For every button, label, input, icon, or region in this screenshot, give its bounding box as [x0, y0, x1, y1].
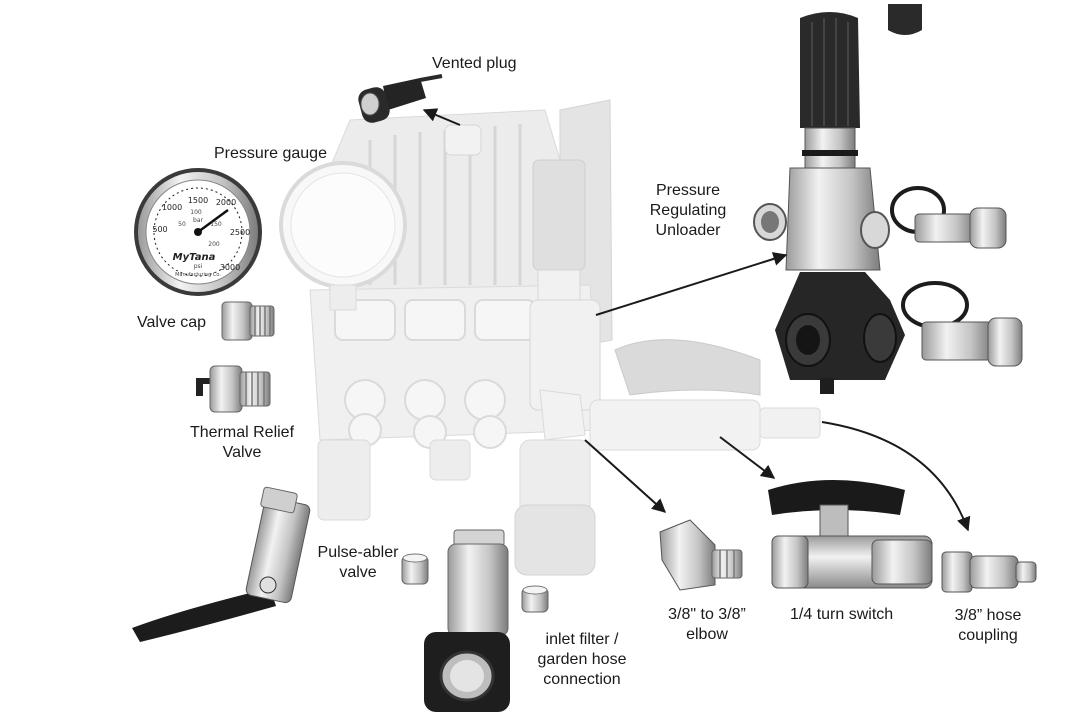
label-valve-cap: Valve cap [137, 314, 207, 331]
valve-cap [221, 301, 275, 341]
pump-assembly-ghost [279, 99, 821, 576]
callout-arrows [422, 108, 971, 532]
gauge-bar-tick-150: 150 [210, 221, 222, 228]
label-inlet-filter: inlet filter / garden hose connection [537, 631, 627, 688]
gauge-maker: Manufacturing Co. [175, 272, 221, 278]
gauge-psi-tick-2500: 2500 [230, 228, 250, 237]
gauge-bar-tick-50: 50 [178, 221, 186, 228]
gauge-psi-tick-2000: 2000 [216, 198, 236, 207]
arrow-hose-coupling [821, 421, 971, 532]
label-pulse-abler-valve: Pulse-abler valve [317, 544, 399, 581]
gauge-psi-tick-1500: 1500 [188, 196, 208, 205]
label-turn-switch: 1/4 turn switch [790, 606, 894, 623]
gauge-unit-psi: psi [194, 263, 203, 270]
label-pressure-gauge: Pressure gauge [214, 145, 327, 162]
gauge-psi-tick-1000: 1000 [162, 203, 182, 212]
pulse-abler-valve [401, 553, 549, 613]
gauge-bar-tick-100: 100 [190, 209, 202, 216]
label-unloader: Pressure Regulating Unloader [649, 182, 727, 239]
gauge-psi-tick-500: 500 [152, 225, 167, 234]
lever-coupling [132, 486, 311, 642]
gauge-unit-bar: bar [193, 217, 203, 224]
label-hose-coupling: 3/8” hose coupling [954, 607, 1022, 644]
gauge-brand: MyTana [173, 252, 216, 263]
gauge-bar-tick-200: 200 [208, 241, 220, 248]
label-vented-plug: Vented plug [432, 55, 517, 72]
vented-plug [358, 74, 443, 123]
inlet-filter [424, 529, 510, 712]
label-thermal-relief-valve: Thermal Relief Valve [189, 424, 295, 461]
arrow-elbow [584, 439, 667, 513]
label-elbow: 3/8" to 3/8” elbow [668, 606, 746, 643]
pressure-unloader [753, 4, 1023, 394]
thermal-relief-valve [196, 365, 271, 413]
arrow-turn-switch [719, 436, 776, 479]
arrow-vented-plug [422, 108, 461, 126]
pressure-gauge: 1500 500 1000 2000 2500 3000 50 100 150 … [134, 168, 262, 296]
arrow-unloader [595, 252, 788, 316]
hose-coupling [941, 551, 1037, 593]
quarter-turn-switch [768, 480, 933, 589]
gauge-psi-tick-3000: 3000 [220, 263, 240, 272]
elbow-fitting [659, 519, 743, 591]
